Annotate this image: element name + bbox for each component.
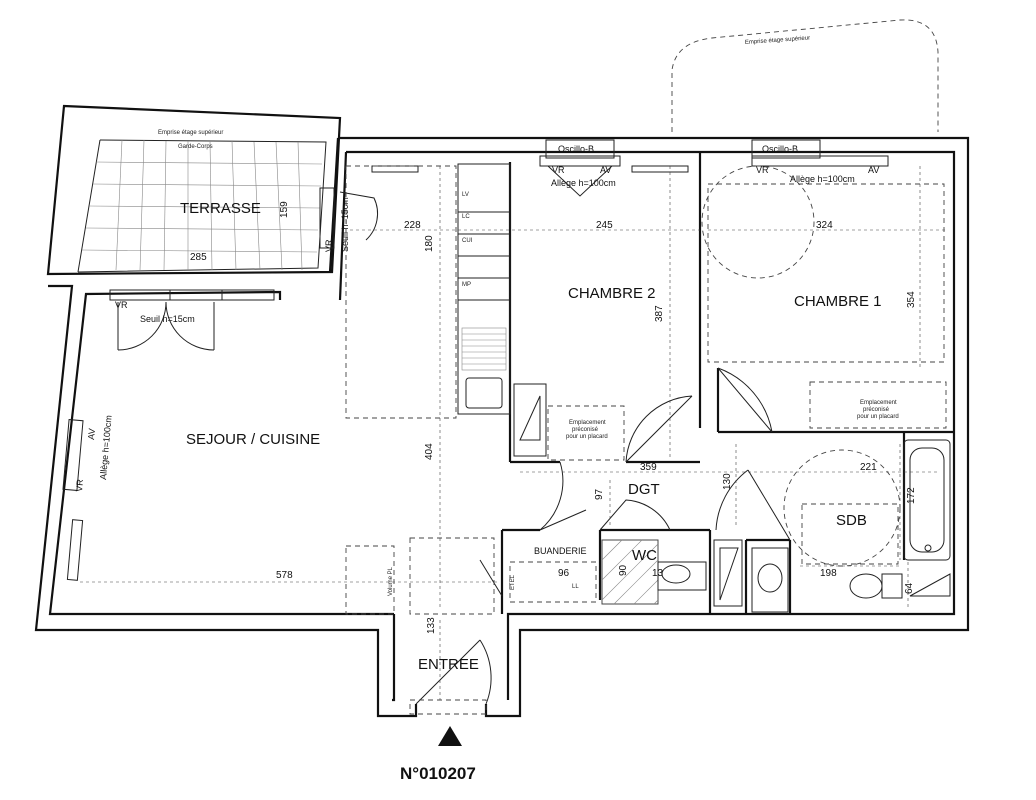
dim-90: 90 bbox=[618, 564, 629, 576]
entrance-arrow-icon bbox=[438, 726, 462, 746]
side-window-frame bbox=[319, 187, 335, 249]
room-label-entree: ENTREE bbox=[418, 656, 479, 673]
exterior-wall bbox=[34, 136, 970, 718]
dim-130: 130 bbox=[722, 473, 733, 490]
left-window-frame bbox=[62, 418, 84, 492]
room-label-dgt: DGT bbox=[628, 481, 660, 498]
terrace-door-swing bbox=[117, 301, 215, 351]
terrace-window-frames bbox=[109, 289, 275, 301]
svg-text:Allège h=100cm: Allège h=100cm bbox=[551, 178, 616, 188]
window-oscillo-1: Oscillo-B VR AV Allège h=100cm bbox=[539, 139, 621, 197]
buanderie-appliance bbox=[509, 561, 597, 603]
svg-text:pour un placard: pour un placard bbox=[857, 414, 899, 420]
placard-chambre2 bbox=[547, 405, 625, 461]
terrace-emprise-label: Emprise étage supérieur bbox=[158, 130, 223, 136]
svg-text:préconisé: préconisé bbox=[572, 427, 599, 433]
dim-64: 64 bbox=[904, 582, 915, 594]
room-label-buanderie: BUANDERIE bbox=[534, 546, 587, 556]
room-label-wc: WC bbox=[632, 547, 657, 564]
dim-359: 359 bbox=[640, 462, 657, 473]
seuil-terrace-label: Seuil h=15cm bbox=[140, 314, 195, 324]
chambre1-bed bbox=[707, 183, 945, 363]
room-label-terrasse: TERRASSE bbox=[180, 200, 261, 217]
dim-180: 180 bbox=[424, 235, 435, 252]
allege-left-label: Allège h=100cm bbox=[98, 415, 114, 480]
svg-text:MP: MP bbox=[462, 282, 471, 288]
dim-245: 245 bbox=[596, 220, 613, 231]
svg-text:LL: LL bbox=[572, 584, 579, 590]
kitchen-counter: LV LC CUI MP bbox=[457, 163, 511, 415]
exterior-wall-inner bbox=[48, 150, 956, 702]
upper-floor-label: Emprise étage supérieur bbox=[745, 35, 811, 46]
vr-side-label: VR bbox=[324, 239, 334, 252]
dim-578: 578 bbox=[276, 570, 293, 581]
dim-198: 198 bbox=[820, 568, 837, 579]
dim-172: 172 bbox=[906, 487, 917, 504]
dim-159: 159 bbox=[279, 201, 290, 218]
svg-text:LV: LV bbox=[462, 192, 469, 198]
window-oscillo-2: Oscillo-B VR AV Allège h=100cm bbox=[751, 139, 889, 184]
svg-text:LC: LC bbox=[462, 214, 470, 220]
dim-354: 354 bbox=[906, 291, 917, 308]
svg-text:VR: VR bbox=[552, 165, 565, 175]
dim-221: 221 bbox=[860, 462, 877, 473]
vr-left-label: VR bbox=[74, 478, 85, 492]
svg-text:AV: AV bbox=[600, 165, 611, 175]
placard-chambre1 bbox=[809, 381, 947, 429]
svg-text:Emplacement: Emplacement bbox=[860, 400, 897, 406]
upper-floor-outline bbox=[671, 19, 939, 132]
svg-text:Oscillo-B: Oscillo-B bbox=[558, 144, 594, 154]
sejour-dashed-lower bbox=[345, 545, 395, 615]
sejour-dashed-entree bbox=[409, 537, 495, 615]
seuil-side-label: Seuil h=15cm bbox=[340, 197, 350, 252]
svg-text:CUI: CUI bbox=[462, 238, 473, 244]
room-label-sejour: SEJOUR / CUISINE bbox=[186, 431, 320, 448]
terrace-garde-corps-label: Garde-Corps bbox=[178, 144, 213, 150]
dim-404: 404 bbox=[424, 443, 435, 460]
svg-text:AV: AV bbox=[868, 165, 879, 175]
room-label-sdb: SDB bbox=[836, 512, 867, 529]
room-label-chambre2: CHAMBRE 2 bbox=[568, 285, 656, 302]
chambre1-turning-circle bbox=[701, 165, 815, 279]
dim-133: 133 bbox=[426, 617, 437, 634]
svg-text:Allège h=100cm: Allège h=100cm bbox=[790, 174, 855, 184]
dim-97: 97 bbox=[594, 488, 605, 500]
side-door-swing bbox=[339, 191, 378, 241]
vr-terrace-label: VR bbox=[115, 300, 128, 310]
dim-324: 324 bbox=[816, 220, 833, 231]
svg-text:ETEL: ETEL bbox=[510, 574, 516, 590]
svg-text:Volume PL: Volume PL bbox=[388, 566, 394, 596]
dim-13: 13 bbox=[652, 568, 664, 579]
svg-text:VR: VR bbox=[756, 165, 769, 175]
terrace-tiles bbox=[81, 139, 323, 271]
svg-text:Emplacement: Emplacement bbox=[569, 420, 606, 426]
dim-387: 387 bbox=[654, 305, 665, 322]
dim-228: 228 bbox=[404, 220, 421, 231]
dimension-lines bbox=[80, 166, 948, 700]
dim-285: 285 bbox=[190, 252, 207, 263]
sejour-dashed-zone bbox=[345, 165, 457, 419]
terrace: Emprise étage supérieur Garde-Corps TERR… bbox=[46, 104, 342, 276]
wall-radiator-2 bbox=[631, 165, 689, 173]
svg-text:pour un placard: pour un placard bbox=[566, 434, 608, 440]
dim-96: 96 bbox=[558, 568, 570, 579]
doors bbox=[415, 367, 791, 705]
room-label-chambre1: CHAMBRE 1 bbox=[794, 293, 882, 310]
entrance-threshold bbox=[409, 699, 487, 715]
svg-text:préconisé: préconisé bbox=[863, 407, 890, 413]
interior-walls bbox=[500, 152, 954, 614]
wc-fixtures bbox=[601, 539, 743, 607]
lot-number: N°010207 bbox=[400, 764, 476, 783]
wall-radiator-1 bbox=[371, 165, 419, 173]
av-left-label: AV bbox=[86, 428, 97, 440]
left-lower-window bbox=[66, 519, 84, 581]
wardrobe-chambre2 bbox=[513, 383, 547, 457]
svg-text:Oscillo-B: Oscillo-B bbox=[762, 144, 798, 154]
